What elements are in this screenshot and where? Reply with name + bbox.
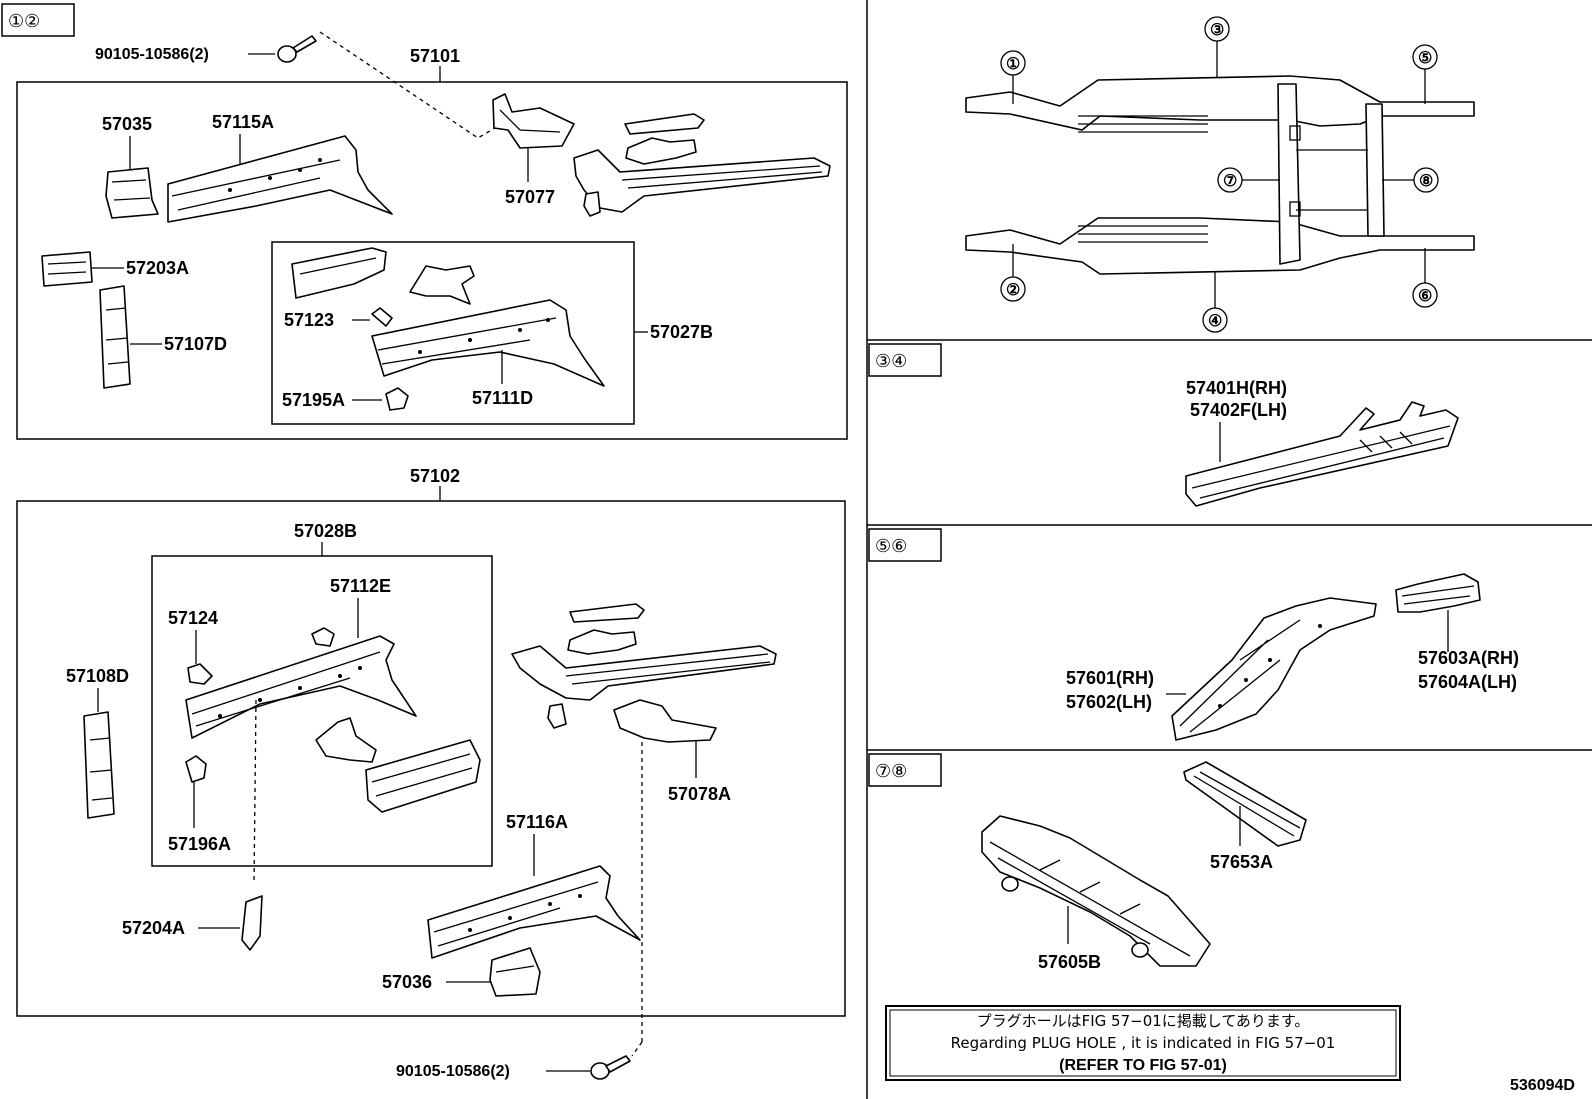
part-57123 [371,307,393,327]
part-rail2-upper [569,603,645,623]
callout-2: ② [1000,244,1026,302]
callout-3: ③ [1204,16,1230,78]
section-tag-78: ⑦⑧ [868,753,942,787]
label-57036: 57036 [382,972,432,992]
label-bolt-bottom: 90105-10586(2) [396,1063,510,1080]
label-57077: 57077 [505,187,555,207]
label-57102: 57102 [410,466,460,486]
part-57116A [427,865,641,959]
part-rail-main [573,149,831,213]
part-57107D [99,285,131,389]
frame-overview [965,75,1475,275]
label-57116A: 57116A [506,812,568,832]
part-57204A [241,895,263,951]
label-57203A: 57203A [126,258,189,278]
part-57108D [83,711,115,819]
label-57107D: 57107D [164,334,227,354]
svg-text:④: ④ [1208,313,1222,330]
part-rail-bracket [625,137,697,165]
part-57203A [41,251,93,287]
part-rail2-bracket [567,629,637,655]
label-57195A: 57195A [282,390,345,410]
part-57115A [167,135,393,223]
note-box: プラグホールはFIG 57−01に掲載してあります。 Regarding PLU… [885,1005,1401,1081]
svg-text:⑤: ⑤ [1418,50,1432,67]
label-57604A: 57604A(LH) [1418,672,1517,692]
label-57603A: 57603A(RH) [1418,648,1519,668]
part-57124 [187,663,213,685]
label-57124: 57124 [168,608,218,628]
svg-text:⑧: ⑧ [1419,173,1433,190]
svg-text:⑦⑧: ⑦⑧ [875,761,907,782]
note-line-2: Regarding PLUG HOLE , it is indicated in… [951,1034,1336,1052]
label-57123: 57123 [284,310,334,330]
svg-text:①: ① [1006,56,1020,73]
label-57112E: 57112E [330,576,391,596]
callout-8: ⑧ [1382,167,1439,193]
label-57108D: 57108D [66,666,129,686]
label-57027B: 57027B [650,322,713,342]
assembly-box-57101 [16,81,848,440]
label-57605B: 57605B [1038,952,1101,972]
assembly-box-57102 [16,500,846,1017]
svg-text:②: ② [1006,282,1020,299]
part-apron-bracket [409,265,475,305]
label-57111D: 57111D [472,388,533,408]
section-tag-12: ①② [1,3,75,37]
callout-6: ⑥ [1412,248,1438,308]
note-line-1: プラグホールはFIG 57−01に掲載してあります。 [977,1012,1310,1030]
part-57112E-bracket [311,627,335,647]
part-57601 [1171,597,1377,741]
figure-id: 536094D [1510,1077,1575,1094]
part-57078A [613,699,717,743]
callout-1: ① [1000,50,1026,104]
section-tag-34: ③④ [868,343,942,377]
label-57115A: 57115A [212,112,274,132]
callout-5: ⑤ [1412,44,1438,104]
label-57601: 57601(RH) [1066,668,1154,688]
part-57077 [492,93,575,149]
svg-text:⑦: ⑦ [1223,173,1237,190]
label-57101: 57101 [410,46,460,66]
part-57111D [371,299,605,387]
label-57204A: 57204A [122,918,185,938]
part-rail2-main [511,645,777,701]
label-57078A: 57078A [668,784,731,804]
label-57035: 57035 [102,114,152,134]
part-rail-upper [624,113,705,135]
assembly-box-57027B [271,241,635,425]
label-57028B: 57028B [294,521,357,541]
note-line-3: (REFER TO FIG 57-01) [1059,1057,1227,1074]
part-57401H [1185,401,1459,507]
part-57196A [185,755,207,783]
label-bolt-top: 90105-10586(2) [95,46,209,63]
svg-text:①②: ①② [8,11,40,32]
part-57036 [489,947,541,997]
label-57602: 57602(LH) [1066,692,1152,712]
label-57401H: 57401H(RH) [1186,378,1287,398]
label-57402F: 57402F(LH) [1190,400,1287,420]
bolt-icon [590,1055,631,1080]
part-panel-57028B [365,739,481,813]
svg-text:⑥: ⑥ [1418,288,1432,305]
part-small-clip [583,191,601,217]
part-57035 [105,167,159,219]
part-57653A [1183,761,1307,847]
svg-text:⑤⑥: ⑤⑥ [875,536,907,557]
svg-text:③④: ③④ [875,351,907,372]
bolt-icon [277,35,317,63]
part-bracket-57028B [315,717,377,763]
section-tag-56: ⑤⑥ [868,528,942,562]
part-57195A [385,387,409,411]
callout-7: ⑦ [1217,167,1280,193]
label-57653A: 57653A [1210,852,1273,872]
part-clip-2 [547,703,567,729]
part-57603A [1395,573,1481,613]
part-57605B [981,815,1211,967]
svg-text:③: ③ [1210,22,1224,39]
label-57196A: 57196A [168,834,231,854]
callout-4: ④ [1202,272,1228,333]
